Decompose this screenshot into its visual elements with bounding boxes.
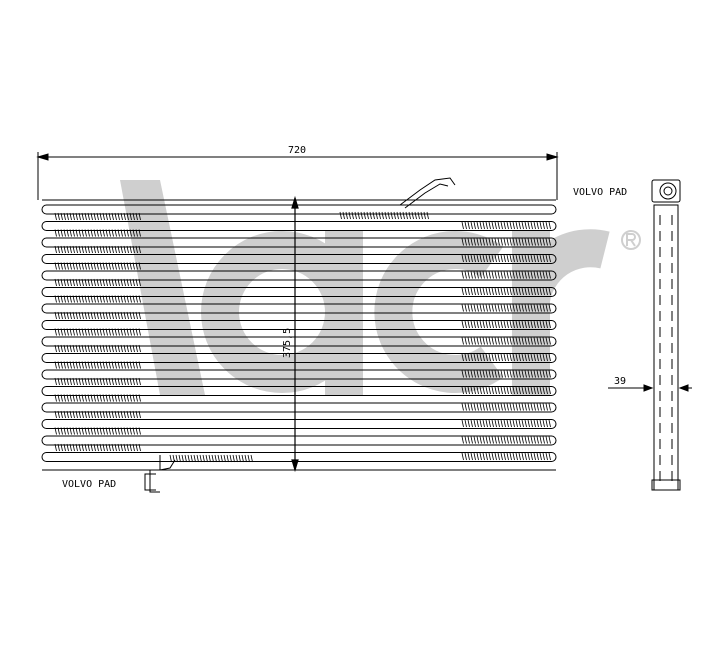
fin-block (461, 320, 551, 329)
tube (41, 386, 557, 396)
condenser-core (41, 199, 557, 471)
width-label: 720 (288, 145, 306, 156)
outlet-pad (144, 455, 176, 493)
fin-block (461, 452, 551, 461)
tube (41, 320, 557, 330)
connector-port-inner (663, 186, 673, 196)
tube (41, 435, 557, 446)
fin-block (54, 361, 141, 369)
fin-block (461, 221, 551, 230)
tube (41, 254, 557, 264)
tube (41, 402, 557, 413)
logo-letter-c (374, 231, 504, 393)
inlet-pad-label: VOLVO PAD (573, 187, 627, 198)
fin-block (461, 271, 551, 279)
side-profile (653, 204, 679, 491)
connector-block (651, 179, 681, 203)
connector-port (659, 182, 677, 200)
fin-block (54, 245, 141, 254)
fin-block (54, 328, 141, 336)
fin-block (169, 454, 253, 463)
fin-block (461, 287, 551, 296)
fin-block (461, 238, 551, 246)
depth-dimension (608, 384, 692, 392)
frame (42, 199, 556, 471)
depth-label: 39 (614, 376, 626, 387)
outlet-pad-label: VOLVO PAD (62, 479, 116, 490)
fin-block (461, 304, 551, 312)
fin-block (54, 295, 141, 303)
fin-block (54, 311, 141, 320)
tube (41, 336, 557, 347)
fin-block (54, 262, 141, 270)
logo-letter-r-arm (512, 229, 610, 304)
fin-block (54, 377, 141, 386)
tube (41, 353, 557, 363)
fin-block (461, 353, 551, 362)
fin-block (461, 337, 551, 345)
fin-block (461, 254, 551, 263)
acr-watermark-logo (120, 180, 641, 395)
fin-block (339, 211, 429, 220)
side-bottom-bracket (651, 479, 681, 491)
tube (41, 419, 557, 429)
inlet-pipe (399, 177, 456, 209)
fin-block (54, 394, 141, 402)
fin-block (461, 419, 551, 428)
tube (41, 204, 557, 215)
height-dimension (291, 195, 299, 473)
tube (41, 270, 557, 281)
tube (41, 221, 557, 231)
fin-block (54, 229, 141, 237)
fin-block (54, 410, 141, 419)
fin-block (461, 370, 551, 378)
height-label: 375,5 (282, 328, 293, 358)
tube (41, 237, 557, 248)
fin-block (461, 386, 551, 395)
fin-block (54, 443, 141, 452)
fin-block (54, 278, 141, 287)
fin-block (54, 344, 141, 353)
tube (41, 287, 557, 297)
fin-block (54, 427, 141, 435)
tube (41, 369, 557, 380)
tube (41, 303, 557, 314)
side-view (651, 179, 681, 491)
fin-block (54, 212, 141, 221)
tube (41, 452, 557, 462)
fin-block (461, 403, 551, 411)
fin-block (461, 436, 551, 444)
width-dimension (36, 152, 559, 200)
registered-mark (621, 230, 641, 250)
